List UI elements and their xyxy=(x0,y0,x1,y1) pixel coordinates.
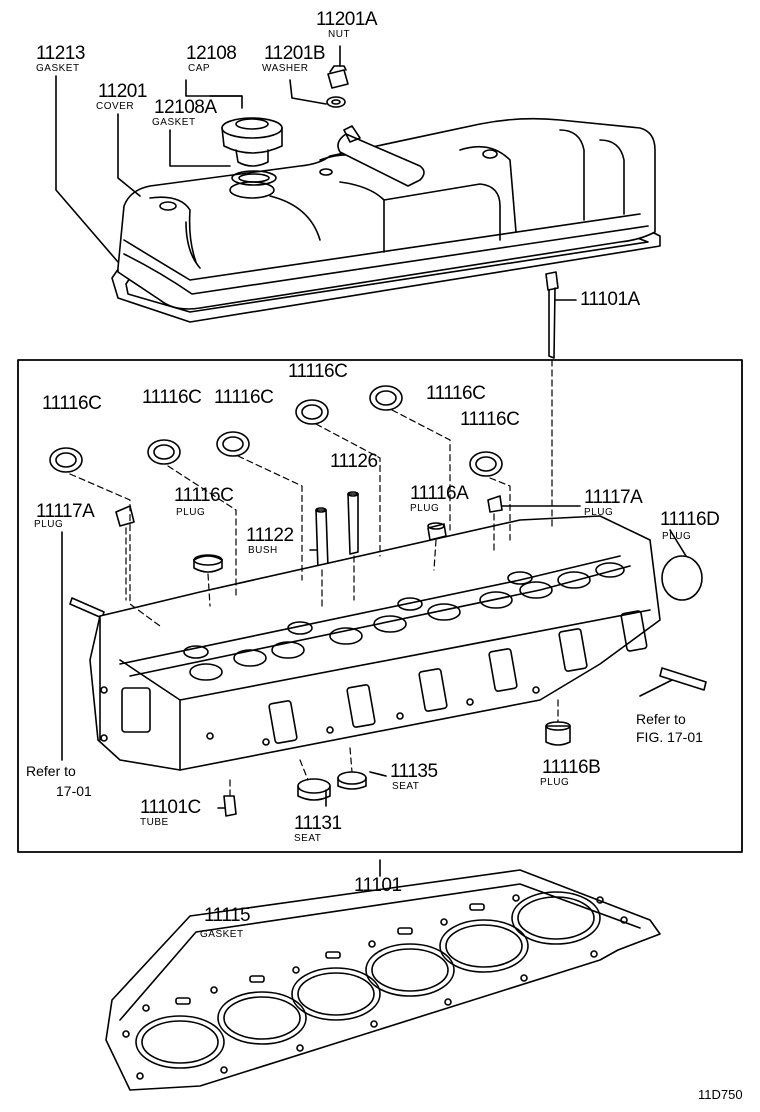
label-11116C-4: 11116C xyxy=(214,387,274,408)
label-11201B: 11201B xyxy=(264,43,326,64)
label-11101: 11101 xyxy=(354,875,402,896)
label-11117A-right-desc: PLUG xyxy=(584,507,614,518)
diagram-code: 11D750 xyxy=(698,1087,743,1102)
cylinder-head xyxy=(89,515,661,771)
label-11116B-desc: PLUG xyxy=(540,777,570,788)
label-11131-desc: SEAT xyxy=(294,833,322,844)
label-11101A: 11101A xyxy=(580,289,640,310)
label-11117A-left-desc: PLUG xyxy=(34,519,64,530)
label-11213-desc: GASKET xyxy=(36,63,80,74)
ref-left-line2: 17-01 xyxy=(56,783,92,799)
label-11116C-plug-desc: PLUG xyxy=(176,507,206,518)
label-12108: 12108 xyxy=(186,43,237,64)
label-12108A-desc: GASKET xyxy=(152,117,196,128)
label-11201A-desc: NUT xyxy=(328,29,351,40)
label-11116D: 11116D xyxy=(660,509,720,530)
label-11116C-6: 11116C xyxy=(460,409,520,430)
label-11135: 11135 xyxy=(390,761,438,782)
ref-right-line2: FIG. 17-01 xyxy=(636,729,703,745)
oil-filler-cap xyxy=(221,117,283,167)
valve-cover xyxy=(117,117,656,310)
cover-washer xyxy=(326,96,346,108)
label-11201B-desc: WASHER xyxy=(262,63,309,74)
label-11116C-5: 11116C xyxy=(426,383,486,404)
label-11201: 11201 xyxy=(98,81,147,102)
label-11117A-left: 11117A xyxy=(36,501,95,522)
label-11117A-right: 11117A xyxy=(584,487,643,508)
label-11122: 11122 xyxy=(246,525,294,546)
head-gasket xyxy=(105,869,661,1091)
label-11135-desc: SEAT xyxy=(392,781,420,792)
label-11116A: 11116A xyxy=(410,483,469,504)
cover-nut xyxy=(327,65,349,89)
label-11116C-top: 11116C xyxy=(288,361,348,382)
label-11116A-desc: PLUG xyxy=(410,503,440,514)
label-12108A: 12108A xyxy=(154,97,217,118)
ref-left-line1: Refer to xyxy=(26,763,76,779)
ref-right-line1: Refer to xyxy=(636,711,686,727)
label-11115: 11115 xyxy=(204,905,251,926)
label-11116D-desc: PLUG xyxy=(662,531,692,542)
cap-gasket xyxy=(231,170,277,186)
cam-plugs xyxy=(49,385,503,477)
label-11122-desc: BUSH xyxy=(248,545,278,556)
label-11213: 11213 xyxy=(36,43,85,64)
head-bolt xyxy=(545,271,559,359)
label-11116C-plug: 11116C xyxy=(174,485,234,506)
label-11115-desc: GASKET xyxy=(200,929,244,940)
label-11116B: 11116B xyxy=(542,757,601,778)
label-11116C-1: 11116C xyxy=(42,393,102,414)
label-11101C: 11101C xyxy=(140,797,201,818)
label-11201-desc: COVER xyxy=(96,101,135,112)
label-12108-desc: CAP xyxy=(188,63,211,74)
label-11131: 11131 xyxy=(294,813,342,834)
label-11101C-desc: TUBE xyxy=(140,817,169,828)
label-11116C-2: 11116C xyxy=(142,387,202,408)
label-11201A: 11201A xyxy=(316,9,378,30)
label-11126: 11126 xyxy=(330,451,378,472)
